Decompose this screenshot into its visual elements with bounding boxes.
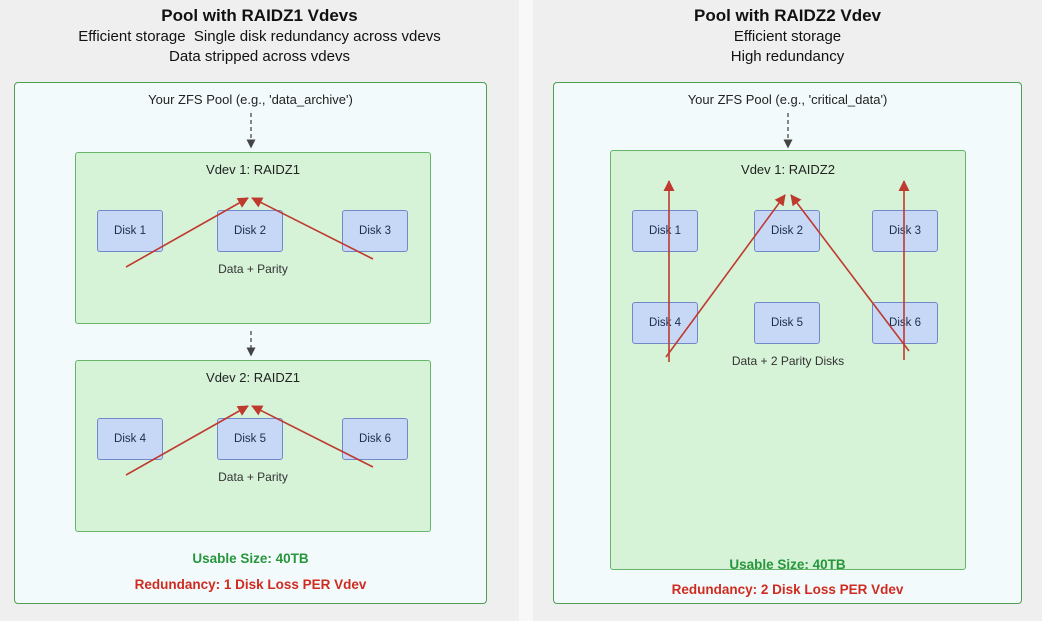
left-panel-subtitle-1: Efficient storage Single disk redundancy… [78, 28, 441, 45]
left-usable-size-text: Usable Size: 40TB [192, 551, 309, 566]
right-vdev1-caption: Data + 2 Parity Disks [731, 354, 845, 368]
right-panel-title: Pool with RAIDZ2 Vdev [693, 6, 882, 25]
disk-left-3: Disk 3 [342, 210, 408, 252]
disk-right-2: Disk 2 [754, 210, 820, 252]
left-redundancy-text: Redundancy: 1 Disk Loss PER Vdev [134, 577, 367, 592]
disk-right-6: Disk 6 [872, 302, 938, 344]
left-vdev2-caption: Data + Parity [218, 470, 288, 484]
left-panel-subtitle-2: Data stripped across vdevs [169, 48, 350, 65]
left-vdev1-title: Vdev 1: RAIDZ1 [206, 162, 300, 177]
disk-left-4: Disk 4 [97, 418, 163, 460]
right-vdev1-title: Vdev 1: RAIDZ2 [741, 162, 835, 177]
disk-left-2: Disk 2 [217, 210, 283, 252]
right-panel-subtitle-2: High redundancy [730, 48, 845, 65]
disk-left-5: Disk 5 [217, 418, 283, 460]
left-panel-title: Pool with RAIDZ1 Vdevs [161, 6, 358, 25]
disk-right-4: Disk 4 [632, 302, 698, 344]
left-vdev1-caption: Data + Parity [218, 262, 288, 276]
panel-divider [519, 0, 533, 621]
disk-right-5: Disk 5 [754, 302, 820, 344]
disk-left-6: Disk 6 [342, 418, 408, 460]
right-panel-subtitle-1: Efficient storage [733, 28, 842, 45]
disk-left-1: Disk 1 [97, 210, 163, 252]
disk-right-3: Disk 3 [872, 210, 938, 252]
disk-right-1: Disk 1 [632, 210, 698, 252]
left-vdev2-title: Vdev 2: RAIDZ1 [206, 370, 300, 385]
left-pool-label: Your ZFS Pool (e.g., 'data_archive') [148, 92, 353, 107]
right-usable-size-text: Usable Size: 40TB [729, 557, 846, 572]
right-redundancy-text: Redundancy: 2 Disk Loss PER Vdev [671, 582, 904, 597]
right-pool-label: Your ZFS Pool (e.g., 'critical_data') [687, 92, 888, 107]
